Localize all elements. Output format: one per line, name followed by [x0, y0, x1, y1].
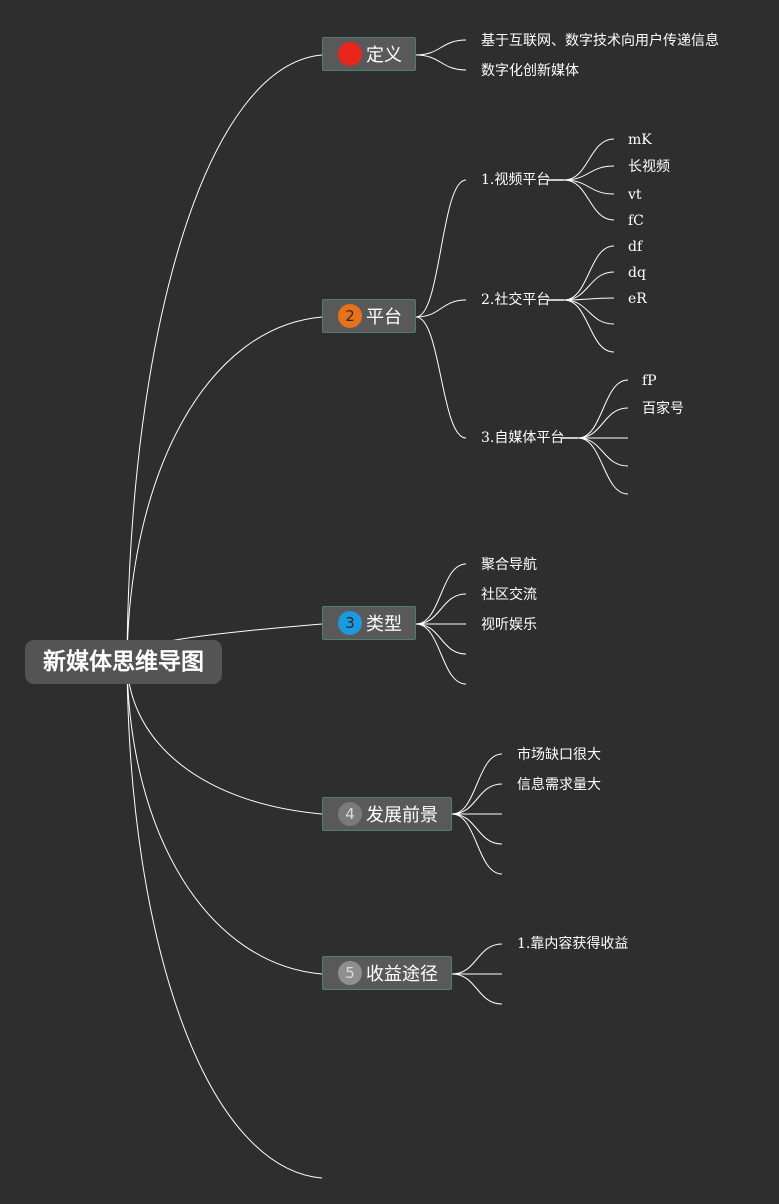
video-branch-line [563, 179, 615, 195]
root-branch-line [126, 661, 323, 975]
topic-platform[interactable]: 2 平台 [322, 299, 416, 333]
revenue-item[interactable]: 1.靠内容获得收益 [517, 936, 629, 952]
prospect-branch-line [451, 783, 503, 815]
type-branch-line [415, 623, 467, 685]
topic-number-badge: 3 [338, 611, 362, 635]
revenue-branch-line [451, 973, 503, 1005]
platform-self-media[interactable]: 3.自媒体平台 [481, 430, 565, 446]
type-item[interactable]: 聚合导航 [481, 557, 537, 573]
root-branch-line [126, 316, 323, 663]
platform-branch-line [415, 299, 467, 318]
platform-branch-line [415, 179, 467, 318]
prospect-item[interactable]: 市场缺口很大 [517, 747, 601, 763]
self-media-item[interactable]: fP [642, 373, 657, 389]
self-media-item[interactable]: 百家号 [642, 401, 684, 417]
video-branch-line [563, 179, 615, 221]
video-branch-line [563, 138, 615, 181]
topic-number-badge: 2 [338, 304, 362, 328]
social-branch-line [563, 297, 615, 301]
prospect-branch-line [451, 813, 503, 875]
topic-number-badge: 5 [338, 961, 362, 985]
video-platform-item[interactable]: 长视频 [628, 159, 670, 175]
root-branch-line [126, 54, 323, 663]
root-topic[interactable]: 新媒体思维导图 [25, 640, 222, 684]
platform-video[interactable]: 1.视频平台 [481, 172, 551, 188]
self-media-branch-line [577, 437, 629, 467]
social-branch-line [563, 271, 615, 301]
prospect-branch-line [451, 813, 503, 845]
root-branch-line [126, 661, 323, 1179]
self-media-branch-line [577, 407, 629, 439]
topic-prospects[interactable]: 4 发展前景 [322, 797, 452, 831]
video-platform-item[interactable]: mK [628, 132, 652, 148]
definition-item[interactable]: 数字化创新媒体 [481, 63, 579, 79]
definition-item[interactable]: 基于互联网、数字技术向用户传递信息 [481, 33, 719, 49]
topic-number-badge: 1 [338, 42, 362, 66]
type-item[interactable]: 社区交流 [481, 587, 537, 603]
type-branch-line [415, 563, 467, 625]
social-platform-item[interactable]: dq [628, 265, 646, 281]
topic-label: 发展前景 [366, 805, 438, 826]
social-branch-line [563, 299, 615, 325]
topic-label: 收益途径 [366, 964, 438, 985]
revenue-branch-line [451, 943, 503, 975]
video-branch-line [563, 165, 615, 181]
root-branch-line [126, 661, 323, 815]
topic-label: 定义 [366, 45, 402, 66]
type-branch-line [415, 593, 467, 625]
self-media-branch-line [577, 437, 629, 495]
topic-revenue[interactable]: 5 收益途径 [322, 956, 452, 990]
social-branch-line [563, 245, 615, 301]
topic-types[interactable]: 3 类型 [322, 606, 416, 640]
platform-branch-line [415, 316, 467, 439]
social-platform-item[interactable]: df [628, 239, 643, 255]
prospect-branch-line [451, 753, 503, 815]
self-media-branch-line [577, 379, 629, 439]
topic-definition[interactable]: 1 定义 [322, 37, 416, 71]
social-branch-line [563, 299, 615, 353]
video-platform-item[interactable]: vt [628, 187, 642, 203]
topic-label: 类型 [366, 614, 402, 635]
type-branch-line [415, 623, 467, 655]
topic-number-badge: 4 [338, 802, 362, 826]
prospect-item[interactable]: 信息需求量大 [517, 777, 601, 793]
video-platform-item[interactable]: fC [628, 213, 644, 229]
type-item[interactable]: 视听娱乐 [481, 617, 537, 633]
definition-branch-line [415, 54, 467, 71]
topic-label: 平台 [366, 307, 402, 328]
platform-social[interactable]: 2.社交平台 [481, 292, 551, 308]
definition-branch-line [415, 39, 467, 56]
social-platform-item[interactable]: eR [628, 291, 647, 307]
